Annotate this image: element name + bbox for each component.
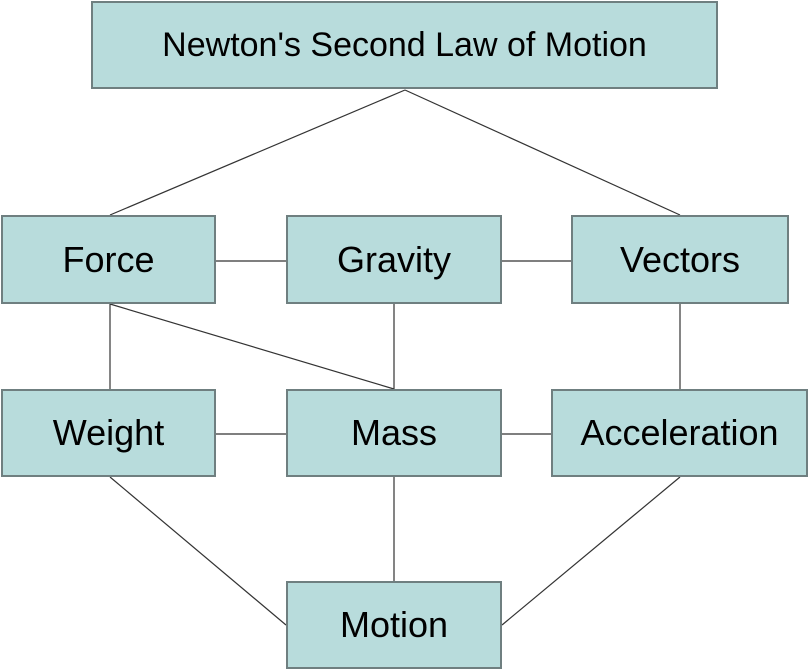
node-label: Weight <box>52 412 165 453</box>
node-acceleration: Acceleration <box>551 389 808 477</box>
node-motion: Motion <box>286 581 502 669</box>
node-newtons-second-law: Newton's Second Law of Motion <box>91 1 718 89</box>
node-label: Gravity <box>336 238 451 280</box>
node-gravity: Gravity <box>286 215 502 304</box>
node-force: Force <box>1 215 216 304</box>
node-mass: Mass <box>286 389 502 477</box>
node-label: Mass <box>350 412 437 453</box>
link-acceleration-motion <box>501 476 681 626</box>
node-vectors: Vectors <box>571 215 789 304</box>
node-label: Force <box>62 238 155 280</box>
link-weight-motion <box>109 476 287 626</box>
node-label: Acceleration <box>580 412 779 453</box>
node-label: Newton's Second Law of Motion <box>162 25 647 64</box>
node-label: Motion <box>339 604 449 645</box>
link-title-vectors <box>404 89 681 216</box>
node-label: Vectors <box>619 238 741 280</box>
node-weight: Weight <box>1 389 216 477</box>
link-title-force <box>109 89 406 216</box>
link-force-mass <box>109 303 395 390</box>
